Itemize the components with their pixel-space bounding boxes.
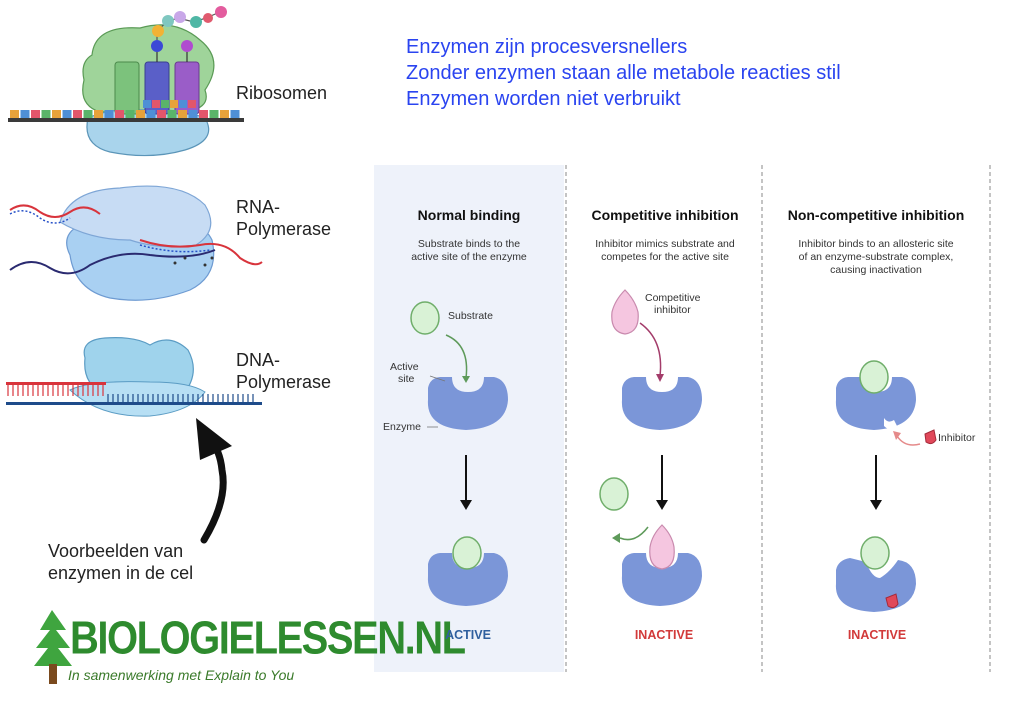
dna-pol-label-1: DNA- xyxy=(236,350,280,370)
mrna-nucleotide xyxy=(146,110,156,118)
normal-binding-diagram xyxy=(410,301,508,606)
mrna-nucleotide xyxy=(157,110,166,118)
mrna-nucleotide xyxy=(104,110,114,118)
state-inactive-competitive: INACTIVE xyxy=(634,628,694,642)
col-noncompetitive-desc-3: causing inactivation xyxy=(830,264,922,276)
trna-nucleotide xyxy=(161,100,169,108)
col-noncompetitive-desc-1: Inhibitor binds to an allosteric site xyxy=(798,238,954,250)
intro-line-1: Enzymen zijn procesversnellers xyxy=(406,36,688,58)
col-competitive-title: Competitive inhibition xyxy=(591,207,739,223)
mrna-nucleotide xyxy=(83,110,93,118)
mrna-nucleotide xyxy=(199,110,208,118)
state-active: ACTIVE xyxy=(445,628,491,642)
rna-pol-label-1: RNA- xyxy=(236,197,280,217)
mrna-nucleotide xyxy=(94,110,103,118)
active-site-label-1: Active xyxy=(390,361,419,373)
substrate-label: Substrate xyxy=(448,310,493,322)
tree-logo-icon xyxy=(34,610,72,684)
intro-line-3: Enzymen worden niet verbruikt xyxy=(406,88,681,110)
col-noncompetitive-title: Non-competitive inhibition xyxy=(787,207,965,223)
mrna-nucleotide xyxy=(115,110,124,118)
active-site-label-2: site xyxy=(398,373,415,385)
ribosome-label: Ribosomen xyxy=(236,83,328,103)
trna-nucleotide xyxy=(170,100,178,108)
rna-polymerase-icon xyxy=(9,185,263,301)
state-inactive-noncompetitive: INACTIVE xyxy=(847,628,907,642)
mrna-nucleotide xyxy=(73,110,82,118)
inhibitor-icon xyxy=(924,429,937,445)
col-noncompetitive-desc-2: of an enzyme-substrate complex, xyxy=(798,251,954,263)
enzyme-icon xyxy=(427,377,508,430)
trna-nucleotide xyxy=(179,100,187,108)
substrate-icon xyxy=(410,301,440,335)
ribosome-icon xyxy=(8,6,244,157)
mrna-nucleotide xyxy=(167,110,177,118)
mrna-nucleotide xyxy=(136,110,145,118)
dna-polymerase-icon xyxy=(6,337,262,417)
examples-caption-1: Voorbeelden van xyxy=(48,541,184,561)
mrna-nucleotide xyxy=(220,110,229,118)
mrna-nucleotide xyxy=(125,110,135,118)
comp-inhibitor-label-2: inhibitor xyxy=(654,304,691,316)
dna-pol-label-2: Polymerase xyxy=(236,372,332,392)
trna-nucleotide xyxy=(152,100,160,108)
mrna-nucleotide xyxy=(209,110,219,118)
competitive-inhibitor-icon xyxy=(611,289,639,335)
mrna-nucleotide xyxy=(20,110,30,118)
logo-name: BIOLOGIELESSEN.NL xyxy=(70,613,466,664)
logo-tagline: In samenwerking met Explain to You xyxy=(68,667,295,683)
col-normal-title: Normal binding xyxy=(417,207,521,223)
mrna-nucleotide xyxy=(188,110,198,118)
mrna-nucleotide xyxy=(52,110,61,118)
mrna-nucleotide xyxy=(178,110,187,118)
trna-nucleotide xyxy=(143,100,151,108)
mrna-nucleotide xyxy=(62,110,72,118)
examples-caption-2: enzymen in de cel xyxy=(48,563,194,583)
comp-inhibitor-label-1: Competitive xyxy=(645,292,701,304)
trna-nucleotide xyxy=(188,100,196,108)
mrna-nucleotide xyxy=(230,110,240,118)
intro-line-2: Zonder enzymen staan alle metabole react… xyxy=(406,62,841,84)
mrna-nucleotide xyxy=(10,110,19,118)
col-normal-desc-2: active site of the enzyme xyxy=(411,251,527,263)
mrna-nucleotide xyxy=(41,110,51,118)
competitive-inhibition-diagram xyxy=(599,289,702,606)
col-competitive-desc-2: competes for the active site xyxy=(601,251,729,263)
enzyme-label: Enzyme xyxy=(383,421,421,433)
noncompetitive-inhibition-diagram xyxy=(835,360,937,612)
curved-arrow-icon xyxy=(196,418,232,544)
col-competitive-desc-1: Inhibitor mimics substrate and xyxy=(595,238,735,250)
col-normal-desc-1: Substrate binds to the xyxy=(417,238,521,250)
mrna-nucleotide xyxy=(31,110,40,118)
rna-pol-label-2: Polymerase xyxy=(236,219,332,239)
inhibitor-label: Inhibitor xyxy=(938,432,976,444)
